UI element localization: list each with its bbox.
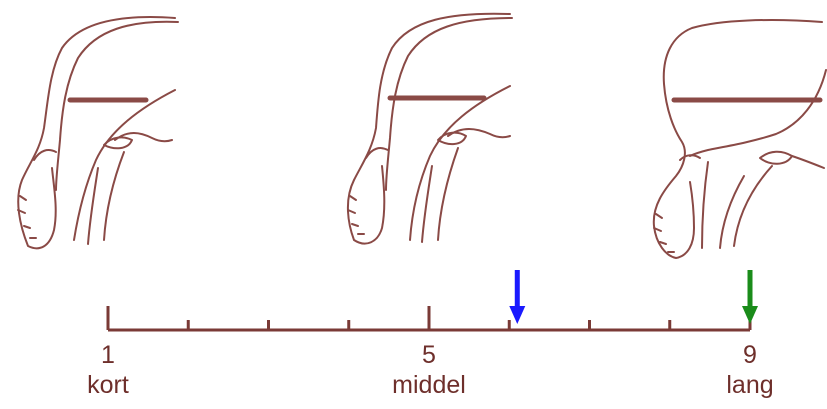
scale-label-middel: middel xyxy=(392,371,466,399)
scale-value-5: 5 xyxy=(422,341,436,369)
scale-value-9: 9 xyxy=(743,341,757,369)
scale-value-1: 1 xyxy=(101,341,115,369)
tail-drawing-medium xyxy=(347,12,513,245)
blue-arrow xyxy=(509,270,526,324)
scale-bar xyxy=(106,270,758,332)
scale-label-kort: kort xyxy=(87,371,129,399)
scale-markers xyxy=(509,270,758,324)
green-arrow xyxy=(742,270,758,324)
scale-ticks xyxy=(106,306,752,330)
scale-label-lang: lang xyxy=(726,371,774,399)
tail-drawing-short xyxy=(17,16,179,250)
tail-drawing-long xyxy=(652,19,827,259)
